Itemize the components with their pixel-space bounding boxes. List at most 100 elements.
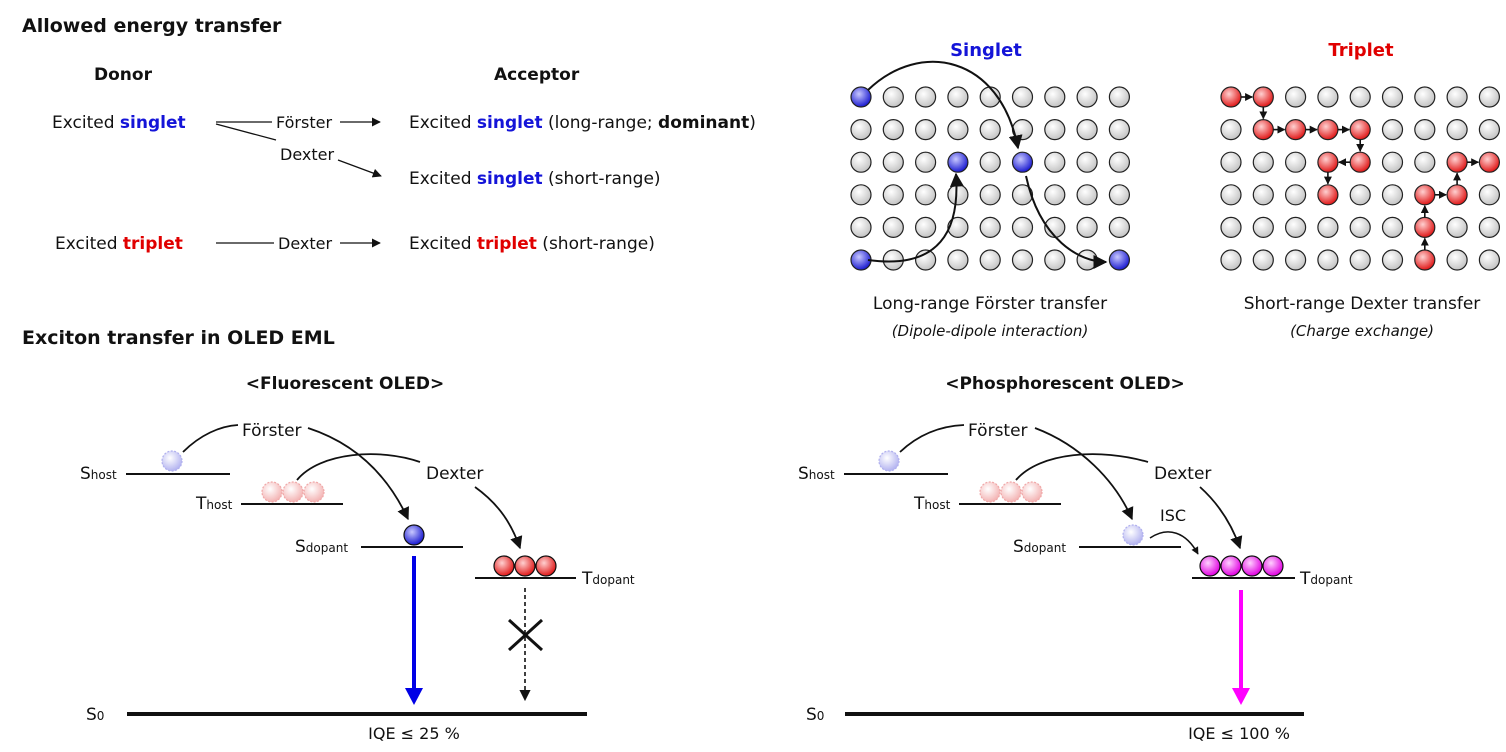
svg-text:Tdopant: Tdopant <box>581 569 635 589</box>
triplet-lattice-ground-site <box>1446 86 1468 108</box>
triplet-lattice-ground-site <box>1446 119 1468 141</box>
singlet-lattice-excited-site <box>947 151 969 173</box>
triplet-lattice-ground-site <box>1381 119 1404 141</box>
svg-text:Excited triplet (short-range): Excited triplet (short-range) <box>409 234 655 254</box>
fluor-host-triplet-excitons <box>261 481 325 503</box>
singlet-lattice-ground-site <box>882 86 904 108</box>
singlet-lattice-ground-site <box>1044 249 1066 271</box>
svg-text:Tdopant: Tdopant <box>1299 569 1353 589</box>
singlet-lattice-ground-site <box>947 216 969 238</box>
singlet-lattice-ground-site <box>914 119 937 141</box>
singlet-lattice-ground-site <box>882 216 904 238</box>
phos-dexter-arrow <box>1199 486 1243 550</box>
singlet-lattice-ground-site <box>1076 86 1098 108</box>
triplet-lattice-ground-site <box>1478 216 1501 238</box>
triplet-lattice-excited-site <box>1317 119 1339 141</box>
singlet-lattice-ground-site <box>979 216 1001 238</box>
svg-text:Sdopant: Sdopant <box>295 537 348 557</box>
singlet-lattice-ground-site <box>947 86 969 108</box>
fluor-dopant-singlet-exciton <box>403 524 425 546</box>
singlet-lattice-ground-site <box>1108 151 1131 173</box>
svg-text:Thost: Thost <box>195 494 233 514</box>
singlet-lattice-subcaption: (Dipole-dipole interaction) <box>892 322 1089 340</box>
svg-text:Shost: Shost <box>798 464 835 484</box>
singlet-lattice-ground-site <box>1076 216 1098 238</box>
singlet-lattice-ground-site <box>1076 151 1098 173</box>
donor-excited-singlet: Excited singlet <box>52 113 186 133</box>
triplet-lattice-excited-site <box>1284 119 1307 141</box>
fluor-s-dopant-level: Sdopant <box>295 537 463 557</box>
triplet-lattice-ground-site <box>1252 151 1274 173</box>
acceptor-triplet-short-range: Excited triplet (short-range) <box>409 234 655 254</box>
forster-arrow: Förster <box>216 113 381 132</box>
fluor-dopant-triplet-excitons <box>493 555 557 577</box>
triplet-lattice-excited-site <box>1252 86 1274 108</box>
fluor-dexter-arrow <box>474 486 523 550</box>
triplet-lattice-caption: Short-range Dexter transfer <box>1244 294 1481 314</box>
singlet-lattice-ground-site <box>1076 119 1098 141</box>
fluor-emission-arrow <box>405 556 423 705</box>
acceptor-singlet-long-range: Excited singlet (long-range; dominant) <box>409 113 756 133</box>
isc-label: ISC <box>1160 506 1186 525</box>
svg-text:Excited singlet (long-range; d: Excited singlet (long-range; dominant) <box>409 113 756 133</box>
singlet-lattice-ground-site <box>914 216 937 238</box>
singlet-lattice-ground-site <box>1108 216 1131 238</box>
singlet-lattice-excited-site <box>850 86 872 108</box>
fluorescent-oled-title: <Fluorescent OLED> <box>246 374 445 394</box>
phos-dopant-triplet-excitons <box>1199 555 1284 577</box>
triplet-lattice-ground-site <box>1220 249 1242 271</box>
singlet-lattice-excited-site <box>1011 151 1034 173</box>
phos-iqe-label: IQE ≤ 100 % <box>1188 724 1290 743</box>
triplet-lattice-ground-site <box>1284 86 1307 108</box>
singlet-lattice-ground-site <box>850 151 872 173</box>
singlet-lattice-ground-site <box>914 86 937 108</box>
triplet-lattice-excited-site <box>1414 249 1436 271</box>
singlet-lattice <box>850 86 1131 271</box>
singlet-lattice-ground-site <box>1011 216 1034 238</box>
triplet-lattice-excited-site <box>1414 216 1436 238</box>
triplet-lattice-excited-site <box>1317 151 1339 173</box>
singlet-lattice-ground-site <box>882 151 904 173</box>
triplet-lattice-excited-site <box>1478 151 1501 173</box>
phos-emission-arrow <box>1232 590 1250 705</box>
triplet-lattice-ground-site <box>1284 249 1307 271</box>
acceptor-singlet-short-range: Excited singlet (short-range) <box>409 169 661 189</box>
phos-s-dopant-level: Sdopant <box>1013 537 1181 557</box>
triplet-lattice-excited-site <box>1317 184 1339 206</box>
dexter-triplet-arrow: Dexter <box>216 234 381 253</box>
fluor-forster-label: Förster <box>242 421 302 441</box>
svg-text:S0: S0 <box>806 705 824 725</box>
fluor-forster-tail <box>182 424 239 453</box>
singlet-lattice-ground-site <box>1108 184 1131 206</box>
triplet-lattice-ground-site <box>1317 216 1339 238</box>
triplet-lattice-excited-site <box>1414 184 1436 206</box>
triplet-lattice-ground-site <box>1381 184 1404 206</box>
singlet-lattice-ground-site <box>947 184 969 206</box>
triplet-lattice-excited-site <box>1252 119 1274 141</box>
singlet-lattice-excited-site <box>1108 249 1131 271</box>
triplet-lattice-ground-site <box>1381 86 1404 108</box>
phos-forster-label: Förster <box>968 421 1028 441</box>
triplet-lattice-ground-site <box>1381 249 1404 271</box>
svg-text:Excited singlet: Excited singlet <box>52 113 186 133</box>
fluor-host-singlet-exciton <box>161 450 183 472</box>
donor-header: Donor <box>94 65 153 85</box>
singlet-lattice-ground-site <box>1044 151 1066 173</box>
triplet-lattice <box>1220 86 1501 271</box>
singlet-lattice-ground-site <box>1011 86 1034 108</box>
singlet-lattice-ground-site <box>850 216 872 238</box>
phos-dexter-tail <box>1015 453 1149 481</box>
singlet-lattice-caption: Long-range Förster transfer <box>873 294 1107 314</box>
singlet-lattice-ground-site <box>1011 249 1034 271</box>
singlet-lattice-ground-site <box>850 119 872 141</box>
triplet-lattice-excited-site <box>1349 119 1371 141</box>
singlet-lattice-ground-site <box>1076 184 1098 206</box>
triplet-lattice-ground-site <box>1349 86 1371 108</box>
triplet-lattice-excited-site <box>1446 151 1468 173</box>
phos-dexter-label: Dexter <box>1154 464 1211 484</box>
triplet-lattice-ground-site <box>1252 216 1274 238</box>
singlet-lattice-title: Singlet <box>950 40 1022 61</box>
triplet-lattice-ground-site <box>1478 86 1501 108</box>
triplet-lattice-ground-site <box>1284 216 1307 238</box>
